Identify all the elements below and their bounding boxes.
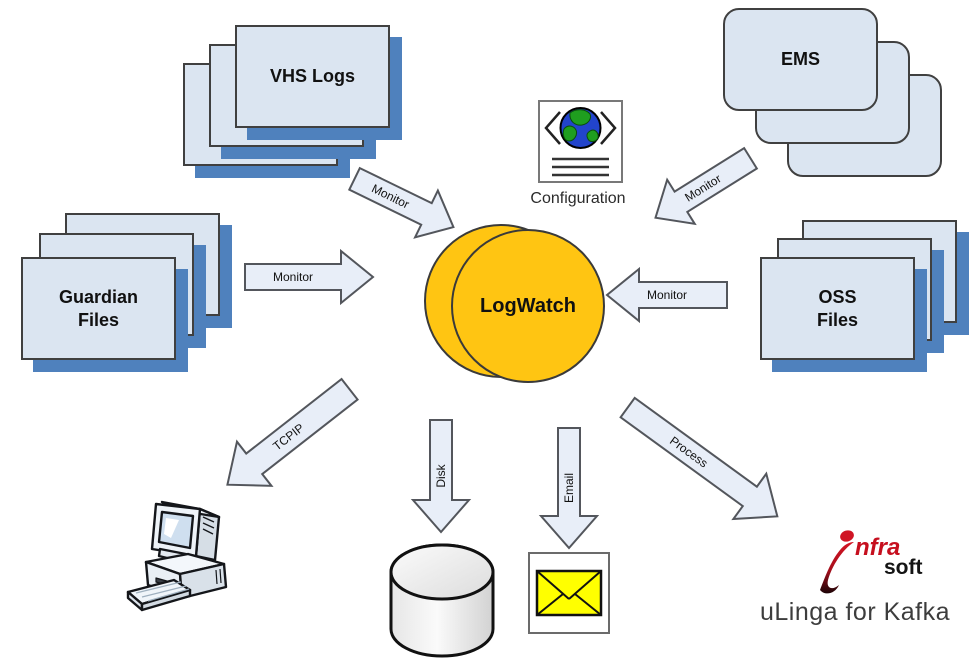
logwatch-label: LogWatch (480, 294, 576, 317)
infrasoft-logo: nfra soft (812, 528, 932, 601)
logo-text-nfra: nfra (855, 534, 900, 561)
globe-code-document-icon (544, 107, 617, 177)
monitor-arrow-ems: Monitor (642, 136, 765, 239)
email-arrow-label: Email (562, 473, 576, 504)
monitor-arrow-guardian: Monitor (244, 248, 375, 306)
email-arrow: Email (538, 427, 600, 550)
disk-arrow-label: Disk (434, 464, 448, 488)
email-target-box (528, 552, 610, 634)
oss-label-line1: OSS (818, 287, 857, 307)
process-arrow-label: Process (667, 433, 711, 471)
oss-label: OSS Files (817, 286, 858, 331)
guardian-label-line1: Guardian (58, 287, 138, 307)
ems-label: EMS (780, 49, 820, 70)
monitor-arrow-ems-label: Monitor (682, 171, 724, 205)
guardian-label-line2: Files (77, 309, 119, 330)
logwatch-circle-front (451, 229, 605, 383)
monitor-arrow-oss: Monitor (605, 266, 728, 324)
disk-arrow: Disk (410, 419, 472, 534)
guardian-label: Guardian Files (59, 286, 138, 331)
product-name: uLinga for Kafka (759, 598, 951, 626)
infrasoft-logo-graphic: nfra soft (820, 530, 923, 594)
configuration-icon (538, 100, 623, 183)
vhs-logs-card-front: VHS Logs (235, 25, 390, 128)
ems-card-front: EMS (723, 8, 878, 111)
configuration-label: Configuration (530, 190, 626, 207)
tcpip-arrow-label: TCPIP (270, 420, 307, 454)
desktop-computer-icon (126, 500, 228, 612)
guardian-card-front: Guardian Files (21, 257, 176, 360)
monitor-arrow-oss-label: Monitor (646, 288, 687, 302)
disk-cylinder-icon (389, 543, 495, 658)
oss-card-front: OSS Files (760, 257, 915, 360)
vhs-logs-label: VHS Logs (269, 66, 355, 87)
process-arrow: Process (611, 385, 794, 539)
tcpip-arrow: TCPIP (210, 367, 367, 507)
logo-text-soft: soft (884, 556, 923, 579)
monitor-arrow-guardian-label: Monitor (272, 270, 313, 284)
monitor-arrow-vhs: Monitor (343, 156, 465, 251)
envelope-icon (535, 569, 603, 617)
oss-label-line2: Files (816, 309, 859, 330)
